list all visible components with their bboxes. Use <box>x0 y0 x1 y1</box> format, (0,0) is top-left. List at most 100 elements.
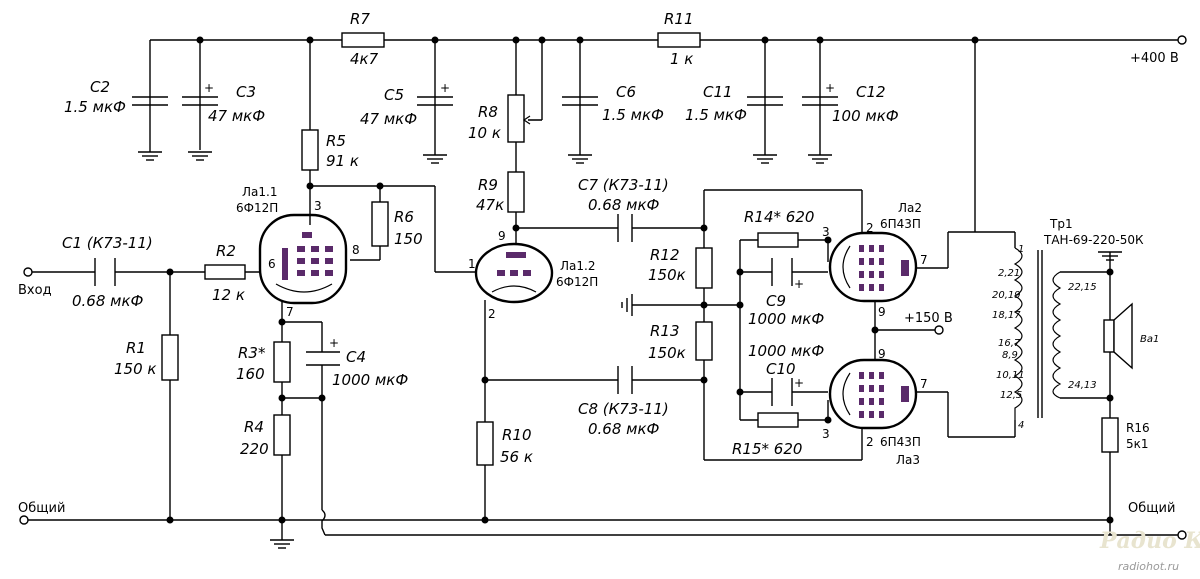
r4-body <box>273 414 291 456</box>
pin-la11-anode: 3 <box>314 199 322 213</box>
r10-body <box>476 421 494 466</box>
r1-value: 150 к <box>114 360 156 378</box>
r9-ref: R9 <box>478 176 498 194</box>
c9-ref: C9 <box>766 292 786 310</box>
pin-la12-anode: 9 <box>498 229 506 243</box>
label-input: Вход <box>18 283 52 298</box>
r8-body <box>507 94 525 143</box>
pin-la2-g2: 9 <box>878 305 886 319</box>
c7-ref: C7 (К73-11) <box>578 176 669 194</box>
pin-la3-anode: 7 <box>920 377 928 391</box>
r13-ref: R13 <box>650 322 680 340</box>
c10-ref: C10 <box>766 360 796 378</box>
r10-value: 56 к <box>500 448 533 466</box>
tube-la2 <box>828 231 918 303</box>
tr1-sec-1: 24,13 <box>1068 380 1097 391</box>
svg-text:+: + <box>825 81 835 95</box>
r7-ref: R7 <box>350 10 370 28</box>
label-common-right: Общий <box>1128 501 1175 516</box>
r14-body <box>757 232 799 248</box>
r11-ref: R11 <box>664 10 694 28</box>
r8-ref: R8 <box>478 103 498 121</box>
r1-ref: R1 <box>126 339 146 357</box>
watermark-site: radiohot.ru <box>1118 560 1179 573</box>
terminal-input <box>23 267 33 277</box>
pin-la12-grid: 1 <box>468 257 476 271</box>
svg-text:+: + <box>204 81 214 95</box>
c1-ref: C1 (К73-11) <box>62 234 153 252</box>
tube-la11 <box>258 213 348 305</box>
r11-value: 1 к <box>670 50 693 68</box>
tr1-pin-2: 20,19 <box>992 290 1021 301</box>
svg-text:+: + <box>440 81 450 95</box>
la3-type: 6П43П <box>880 435 921 449</box>
tr1-sec-0: 22,15 <box>1068 282 1097 293</box>
c4-value: 1000 мкФ <box>332 371 408 389</box>
terminal-400v <box>1177 35 1187 45</box>
r6-body <box>371 201 389 247</box>
terminals <box>19 35 1187 540</box>
resistors <box>161 32 1119 466</box>
grounds <box>138 150 1122 549</box>
r1-body <box>161 334 179 381</box>
r5-ref: R5 <box>326 132 346 150</box>
c5-value: 47 мкФ <box>360 110 417 128</box>
r13-body <box>695 321 713 361</box>
c3-ref: C3 <box>236 83 256 101</box>
speaker-ba1 <box>1103 302 1133 370</box>
la3-ref: Ла3 <box>896 453 920 467</box>
tr1-pin-0: 1 <box>1018 244 1024 255</box>
r8-value: 10 к <box>468 124 501 142</box>
la12-ref: Ла1.2 <box>560 259 595 273</box>
r7-value: 4к7 <box>350 50 379 68</box>
r2-value: 12 к <box>212 286 245 304</box>
r4-value: 220 <box>240 440 269 458</box>
c11-value: 1.5 мкФ <box>685 106 747 124</box>
c9-value: 1000 мкФ <box>748 310 824 328</box>
secondary-winding <box>1052 271 1062 399</box>
pin-la11-g2: 8 <box>352 243 360 257</box>
wires <box>28 39 1178 540</box>
watermark-logo: Радио КОТ <box>1099 528 1200 554</box>
r2-body <box>204 264 246 280</box>
junctions <box>166 36 1114 524</box>
tr1-pin-6: 10,11 <box>996 370 1025 381</box>
label-common-left: Общий <box>18 501 65 516</box>
c10-value: 1000 мкФ <box>748 342 824 360</box>
r3-value: 160 <box>236 365 265 383</box>
ba1-ref: Ba1 <box>1140 334 1159 345</box>
tr1-pin-1: 2,21 <box>998 268 1020 279</box>
la12-type: 6Ф12П <box>556 275 598 289</box>
r6-value: 150 <box>394 230 423 248</box>
r15-ref: R15* 620 <box>732 440 802 458</box>
tr1-type: ТАН-69-220-50К <box>1043 233 1144 247</box>
c7-value: 0.68 мкФ <box>588 196 660 214</box>
la11-ref: Ла1.1 <box>242 185 277 199</box>
label-150v: +150 В <box>904 311 953 326</box>
pin-la2-cathode: 3 <box>822 225 830 239</box>
r12-value: 150к <box>648 266 686 284</box>
primary-winding <box>1013 247 1023 420</box>
label-400v: +400 В <box>1130 51 1179 66</box>
r12-body <box>695 247 713 289</box>
ground-c11 <box>753 154 777 164</box>
c6-value: 1.5 мкФ <box>602 106 664 124</box>
ground-c2 <box>138 150 162 161</box>
pin-la11-cathode: 7 <box>286 305 294 319</box>
r3-body <box>273 341 291 383</box>
ground-c12 <box>808 154 832 164</box>
c12-ref: C12 <box>856 83 886 101</box>
ground-secondary <box>1098 251 1122 261</box>
c12-value: 100 мкФ <box>832 107 899 125</box>
r9-value: 47к <box>476 196 504 214</box>
labels: +400 В +150 В Вход Общий Общий C2 1.5 мк… <box>18 10 1200 573</box>
r7-body <box>341 32 385 48</box>
r6-ref: R6 <box>394 208 414 226</box>
r14-ref: R14* 620 <box>744 208 814 226</box>
r13-value: 150к <box>648 344 686 362</box>
terminal-150v <box>934 325 944 335</box>
r2-ref: R2 <box>216 242 236 260</box>
pin-la12-cathode: 2 <box>488 307 496 321</box>
capacitors: + + + + + + <box>94 81 838 406</box>
